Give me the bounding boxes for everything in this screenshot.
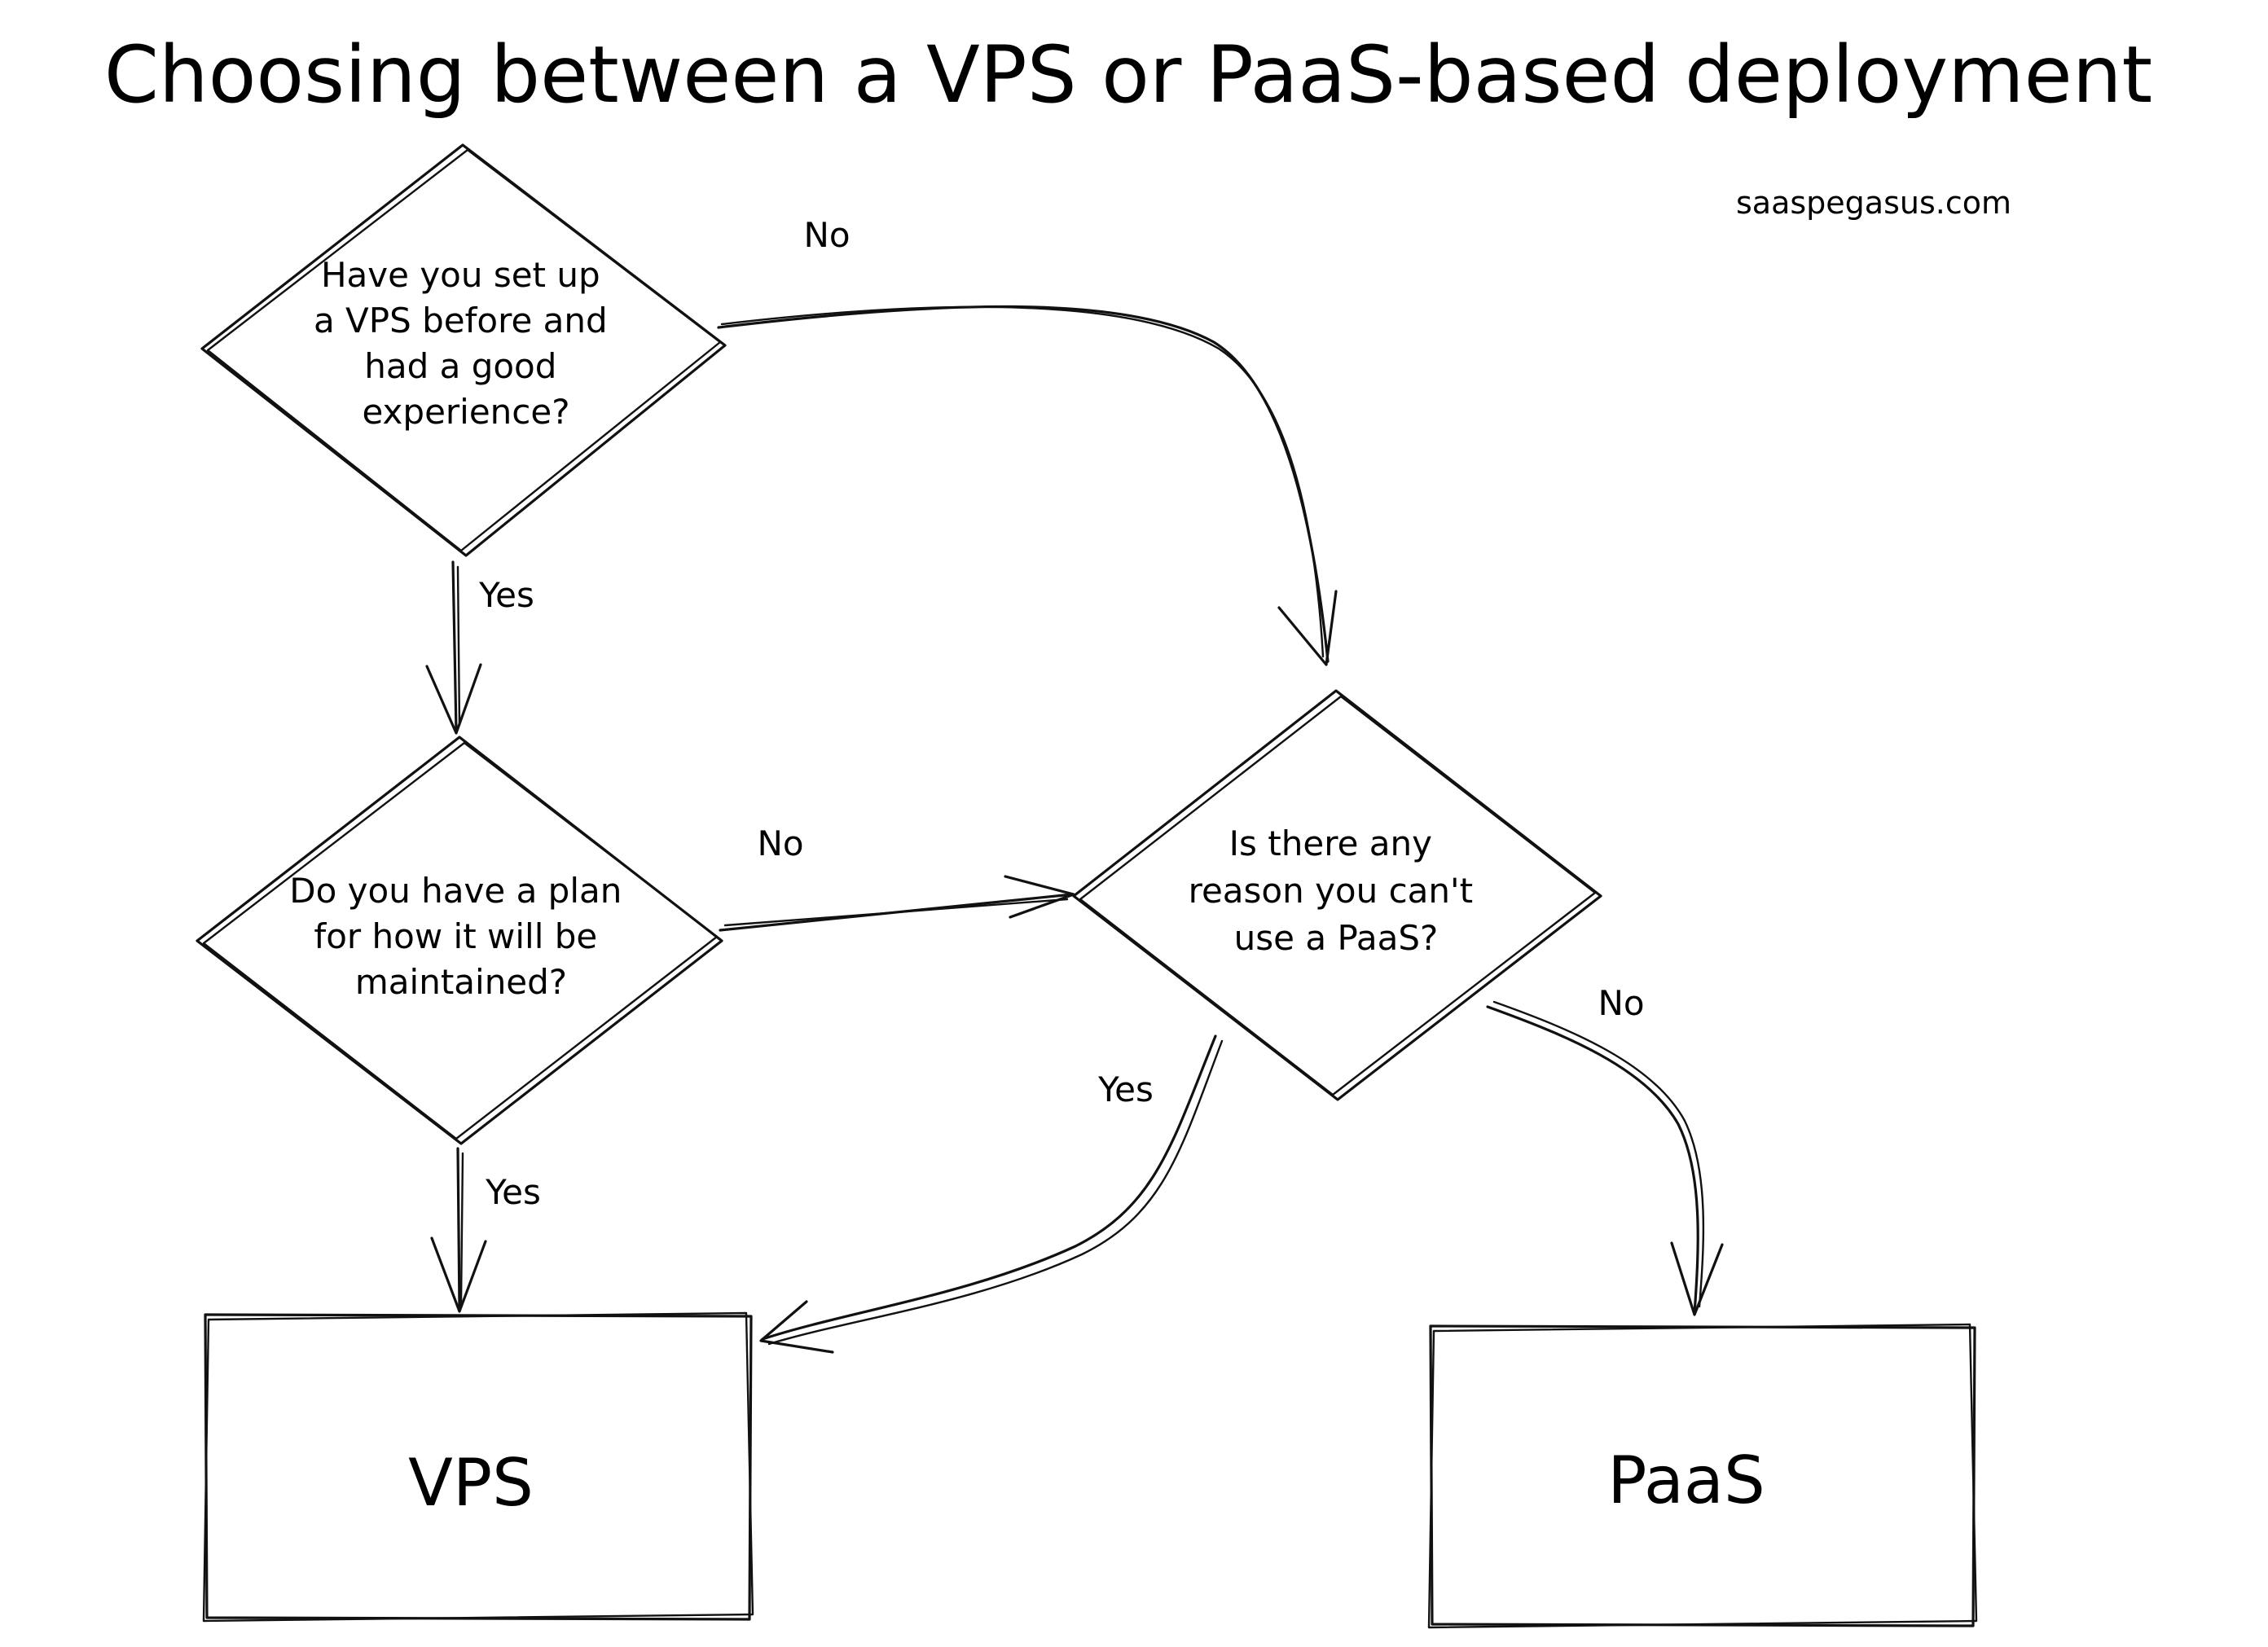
decision-paas-reason-line-2: reason you can't bbox=[1189, 871, 1473, 911]
svg-text:Have you set up a VPS be: Have you set up a VPS before and had a g… bbox=[314, 255, 618, 432]
arrow-maintenance-no bbox=[719, 875, 1075, 932]
edge-label-reason-no: No bbox=[1598, 983, 1644, 1023]
decision-maintenance-plan: Do you have a plan for how it will be ma… bbox=[196, 736, 723, 1145]
decision-vps-experience: Have you set up a VPS before and had a g… bbox=[200, 143, 727, 557]
svg-text:Is there any reason you: Is there any reason you can't use a PaaS… bbox=[1189, 824, 1484, 958]
outcome-vps-box: VPS bbox=[202, 1311, 754, 1623]
edge-label-maintenance-yes: Yes bbox=[485, 1172, 541, 1212]
arrow-maintenance-yes bbox=[430, 1147, 487, 1313]
edge-label-reason-yes: Yes bbox=[1097, 1069, 1154, 1109]
credit-text: saaspegasus.com bbox=[1736, 185, 2011, 221]
outcome-paas-label: PaaS bbox=[1607, 1443, 1765, 1518]
arrow-reason-no bbox=[1486, 1000, 1724, 1316]
svg-text:Do you have a plan for h: Do you have a plan for how it will be ma… bbox=[289, 871, 632, 1002]
decision-maintenance-plan-line-3: maintained? bbox=[355, 962, 567, 1002]
arrow-experience-yes bbox=[425, 560, 482, 735]
decision-vps-experience-line-3: had a good bbox=[364, 346, 556, 386]
edge-label-maintenance-no: No bbox=[757, 824, 803, 863]
decision-maintenance-plan-line-2: for how it will be bbox=[314, 916, 597, 956]
decision-vps-experience-line-4: experience? bbox=[362, 392, 569, 432]
arrow-reason-yes bbox=[759, 1034, 1224, 1354]
edge-label-experience-yes: Yes bbox=[478, 575, 534, 615]
outcome-paas-box: PaaS bbox=[1427, 1323, 1978, 1629]
decision-vps-experience-line-2: a VPS before and bbox=[314, 301, 608, 340]
decision-paas-reason: Is there any reason you can't use a PaaS… bbox=[1072, 689, 1602, 1101]
decision-vps-experience-line-1: Have you set up bbox=[321, 255, 600, 295]
page-title: Choosing between a VPS or PaaS-based dep… bbox=[104, 29, 2152, 121]
decision-maintenance-plan-line-1: Do you have a plan bbox=[289, 871, 622, 911]
decision-paas-reason-line-1: Is there any bbox=[1229, 824, 1432, 863]
arrow-experience-no bbox=[717, 305, 1338, 666]
edge-label-experience-no: No bbox=[803, 215, 850, 255]
decision-paas-reason-line-3: use a PaaS? bbox=[1234, 918, 1439, 958]
outcome-vps-label: VPS bbox=[408, 1445, 534, 1521]
